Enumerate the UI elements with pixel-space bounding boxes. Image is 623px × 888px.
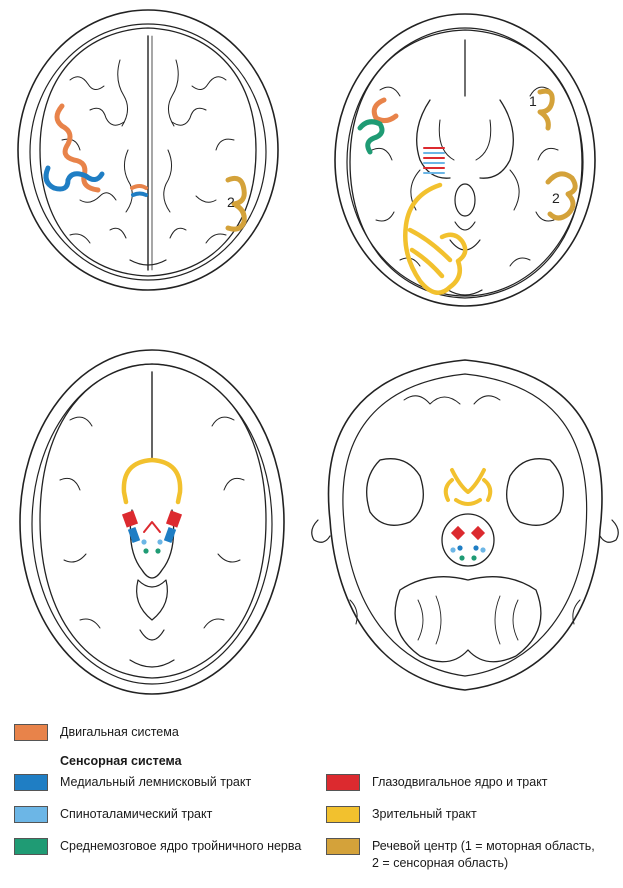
speech-sensory-highlight-tl <box>225 175 247 232</box>
legend-label-oculomotor: Глазодвигальное ядро и тракт <box>372 775 548 789</box>
legend-label-trigeminal: Среднемозговое ядро тройничного нерва <box>60 839 302 853</box>
spinothalamic-dot-bl-1 <box>141 539 147 545</box>
sensory-medial-highlight-tl <box>131 191 148 197</box>
legend-label-speech-line1: Речевой центр (1 = моторная область, <box>372 839 595 853</box>
trigeminal-dot-br-2 <box>471 555 477 561</box>
trigeminal-dot-br-1 <box>459 555 465 561</box>
swatch-optic <box>326 806 360 823</box>
legend-label-motor: Двигальная система <box>60 725 179 739</box>
legend-item-medial-lemniscus: Медиальный лемнисковый тракт <box>14 774 251 791</box>
section-bottom-right <box>311 359 619 691</box>
swatch-motor <box>14 724 48 741</box>
oculomotor-highlight-bl-right <box>165 510 183 528</box>
legend-item-speech: Речевой центр (1 = моторная область, 2 =… <box>326 838 595 872</box>
speech-sensory-highlight-tr <box>545 171 578 221</box>
motor-cortex-highlight-tr <box>371 97 399 124</box>
section-bottom-left <box>19 349 285 695</box>
motor-cortex-highlight-tl <box>54 103 101 193</box>
section-top-left <box>17 9 279 291</box>
trigeminal-highlight-tr <box>357 119 385 155</box>
spinothalamic-dot-bl-2 <box>157 539 163 545</box>
sensory-tract-stripes-tr <box>423 147 445 174</box>
oculomotor-highlight-bl-left <box>121 510 139 528</box>
sensory-cortex-highlight-tl <box>43 165 105 192</box>
legend-item-optic: Зрительный тракт <box>326 806 477 823</box>
speech-motor-highlight-tr <box>537 88 555 131</box>
label-tl-2: 2 <box>227 194 235 210</box>
legend-item-trigeminal: Среднемозговое ядро тройничного нерва <box>14 838 301 855</box>
medial-lemniscus-dot-br-1 <box>457 545 463 551</box>
legend-label-speech-line2: 2 = сенсорная область) <box>372 856 509 870</box>
trigeminal-dot-bl-2 <box>155 548 161 554</box>
medial-lemniscus-highlight-bl-right <box>163 527 177 543</box>
legend: Двигальная система Сенсорная система Мед… <box>0 700 623 888</box>
label-tr-2: 2 <box>552 190 560 206</box>
swatch-speech <box>326 838 360 855</box>
legend-label-optic: Зрительный тракт <box>372 807 477 821</box>
trigeminal-dot-bl-1 <box>143 548 149 554</box>
legend-label-speech: Речевой центр (1 = моторная область, 2 =… <box>372 838 595 872</box>
optic-tract-highlight-br <box>443 468 493 506</box>
legend-label-spinothalamic: Спиноталамический тракт <box>60 807 213 821</box>
spinothalamic-dot-br-1 <box>450 547 456 553</box>
medial-lemniscus-dot-br-2 <box>473 545 479 551</box>
spinothalamic-dot-br-2 <box>480 547 486 553</box>
legend-label-medial-lemniscus: Медиальный лемнисковый тракт <box>60 775 252 789</box>
medial-lemniscus-highlight-bl-left <box>127 527 141 543</box>
oculomotor-highlight-br-left <box>450 525 466 541</box>
swatch-spinothalamic <box>14 806 48 823</box>
optic-radiation-highlight-tr <box>403 182 468 295</box>
label-tr-1: 1 <box>529 93 537 109</box>
oculomotor-highlight-br-right <box>470 525 486 541</box>
motor-medial-highlight-tl <box>130 184 148 190</box>
legend-item-motor: Двигальная система <box>14 724 179 741</box>
swatch-medial-lemniscus <box>14 774 48 791</box>
brain-sections-figure: 2 1 2 <box>17 9 619 695</box>
oculomotor-tract-highlight-bl <box>143 521 161 533</box>
optic-chiasm-highlight-bl <box>121 457 183 505</box>
swatch-trigeminal <box>14 838 48 855</box>
legend-item-oculomotor: Глазодвигальное ядро и тракт <box>326 774 548 791</box>
legend-item-spinothalamic: Спиноталамический тракт <box>14 806 212 823</box>
swatch-oculomotor <box>326 774 360 791</box>
section-top-right <box>334 13 596 307</box>
legend-heading-sensory: Сенсорная система <box>60 754 182 768</box>
